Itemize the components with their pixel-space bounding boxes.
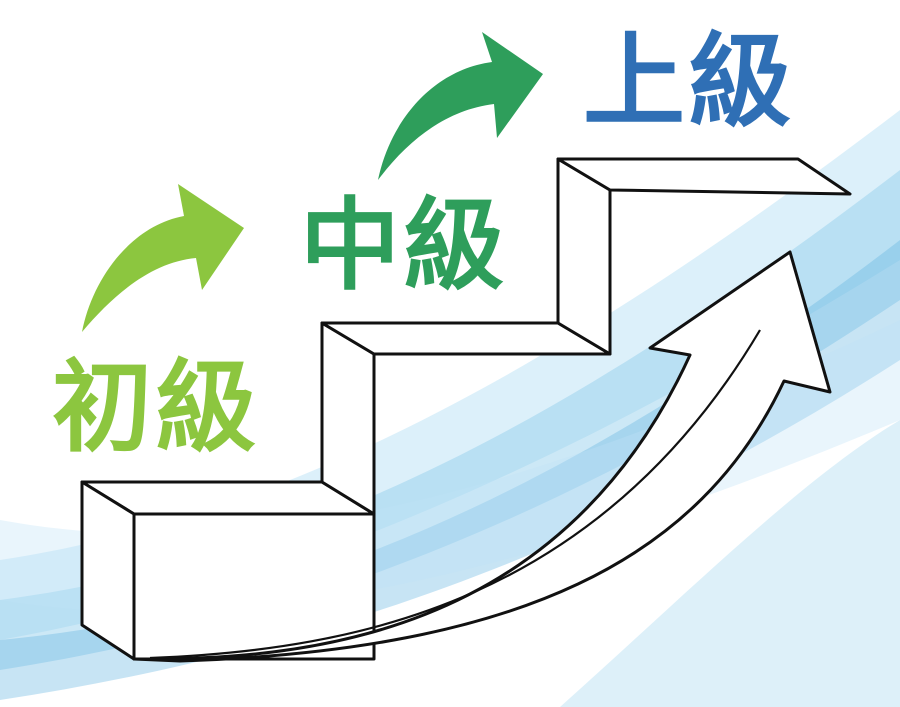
step-2-riser-side: [320, 321, 376, 516]
growth-arrow-icon: [132, 250, 832, 663]
level-label-intermediate: 中級: [300, 187, 508, 304]
wave-band-3: [0, 240, 900, 700]
wave-band-5: [560, 420, 900, 707]
step-1-front: [132, 512, 376, 661]
growth-arrow-shape: [132, 250, 832, 663]
step-arrow-2-icon: [378, 32, 543, 180]
level-label-advanced: 上級: [583, 23, 795, 142]
level-label-beginner: 初級: [52, 349, 260, 466]
step-3-top: [556, 157, 852, 196]
step-arrow-1-icon: [82, 184, 244, 332]
growth-arrow-inner-line: [149, 329, 761, 660]
step-3-riser-side: [556, 157, 612, 356]
staircase: [80, 157, 852, 661]
